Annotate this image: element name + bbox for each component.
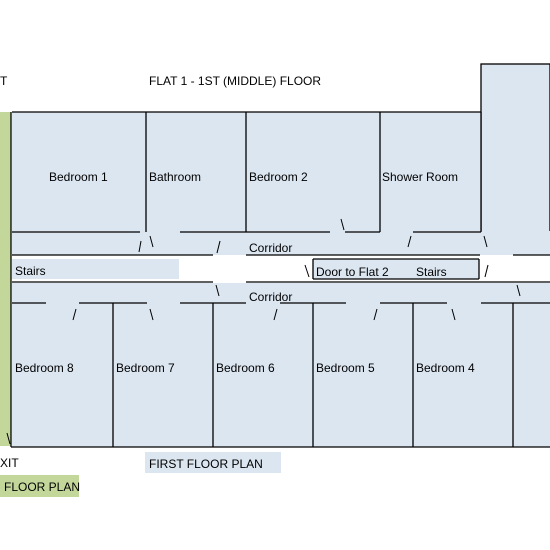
label-bedroom-5: Bedroom 5 xyxy=(316,361,375,375)
corridor-lower xyxy=(12,283,550,303)
label-corridor-upper: Corridor xyxy=(249,241,292,255)
first-floor-plan-caption-bg xyxy=(145,452,281,473)
stairs-right-area xyxy=(313,259,479,279)
label-stairs-right: Stairs xyxy=(416,265,447,279)
label-stairs-left: Stairs xyxy=(15,264,46,278)
ground-floor-plan-caption-bg xyxy=(0,475,79,497)
room-bedroom-5 xyxy=(313,303,413,447)
left-green-strip xyxy=(0,112,11,446)
room-bedroom-7 xyxy=(113,303,213,447)
left-label-fragment: T xyxy=(0,74,8,88)
label-shower-room: Shower Room xyxy=(382,170,458,184)
stairs-left-area xyxy=(12,259,179,279)
room-right-lower xyxy=(513,303,550,447)
room-bedroom-4 xyxy=(413,303,513,447)
label-bedroom-7: Bedroom 7 xyxy=(116,361,175,375)
ground-floor-plan-caption-fragment: FLOOR PLAN xyxy=(4,480,80,494)
walls xyxy=(10,111,550,448)
exit-label-fragment: XIT xyxy=(0,456,19,470)
label-bedroom-8: Bedroom 8 xyxy=(15,361,74,375)
label-bedroom-1: Bedroom 1 xyxy=(49,170,108,184)
corridor-upper xyxy=(12,231,550,255)
first-floor-plan-caption: FIRST FLOOR PLAN xyxy=(149,457,263,471)
label-bedroom-2: Bedroom 2 xyxy=(249,170,308,184)
door-marks xyxy=(6,218,521,445)
label-bedroom-4: Bedroom 4 xyxy=(416,361,475,375)
room-bedroom-8 xyxy=(12,303,113,447)
plan-title: FLAT 1 - 1ST (MIDDLE) FLOOR xyxy=(149,74,321,88)
label-bedroom-6: Bedroom 6 xyxy=(216,361,275,375)
right-wing-block xyxy=(480,63,550,255)
label-door-to-flat-2: Door to Flat 2 xyxy=(316,265,389,279)
label-bathroom: Bathroom xyxy=(149,170,201,184)
room-bedroom-6 xyxy=(213,303,313,447)
label-corridor-lower: Corridor xyxy=(249,290,292,304)
